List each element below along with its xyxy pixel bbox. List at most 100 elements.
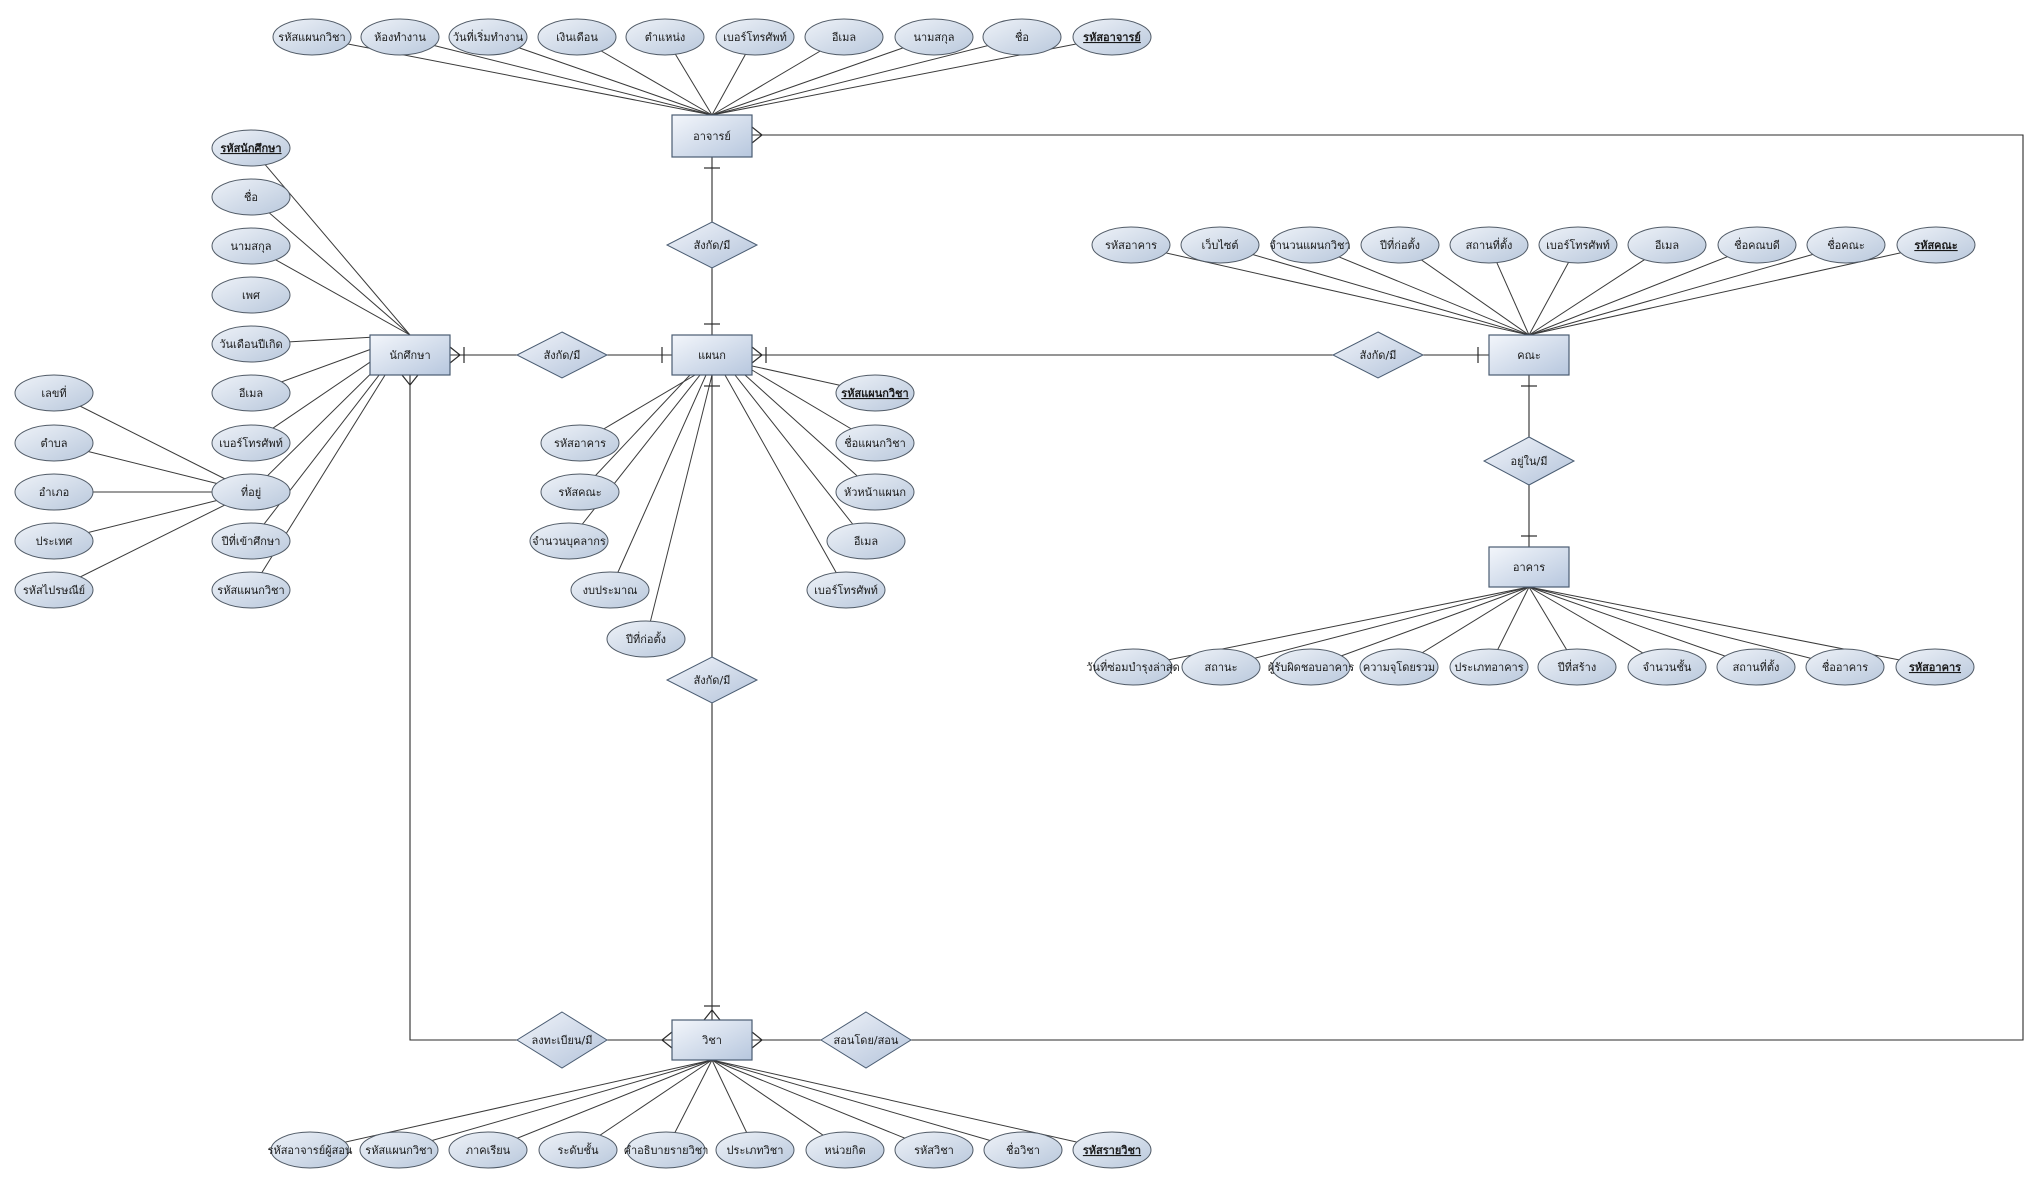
connector-dept-4 <box>724 374 847 591</box>
connector-faculty-7 <box>1528 244 1758 336</box>
connector-teacher-7 <box>711 36 935 116</box>
rel-student-subject: ลงทะเบียน/มี <box>516 1011 608 1069</box>
svg-text:ประเภทวิชา: ประเภทวิชา <box>727 1144 784 1157</box>
svg-text:จำนวนแผนกวิชา: จำนวนแผนกวิชา <box>1269 239 1350 252</box>
attribute-teacher-2: วันที่เริ่มทำงาน <box>448 18 528 56</box>
connector-dept-9 <box>645 374 713 640</box>
attribute-dept-3: อีเมล <box>826 522 906 560</box>
attribute-faculty-8: ชื่อคณะ <box>1806 226 1886 264</box>
svg-text:คำอธิบายรายวิชา: คำอธิบายรายวิชา <box>624 1144 709 1157</box>
svg-text:เบอร์โทรศัพท์: เบอร์โทรศัพท์ <box>219 436 283 450</box>
svg-text:รหัสไปรษณีย์: รหัสไปรษณีย์ <box>23 584 85 597</box>
svg-text:วันเดือนปีเกิด: วันเดือนปีเกิด <box>219 338 282 351</box>
svg-text:จำนวนชั้น: จำนวนชั้น <box>1643 659 1692 674</box>
svg-text:ชื่อวิชา: ชื่อวิชา <box>1006 1142 1040 1157</box>
connector-building-8 <box>1528 586 1846 668</box>
mark-teacher-right-many <box>751 126 763 144</box>
attribute-teacher-7: นามสกุล <box>894 18 974 56</box>
svg-text:ชื่อคณบดี: ชื่อคณบดี <box>1734 237 1780 252</box>
svg-text:หน่วยกิต: หน่วยกิต <box>824 1144 865 1157</box>
svg-text:รหัสอาจารย์ผู้สอน: รหัสอาจารย์ผู้สอน <box>268 1144 353 1157</box>
connector-building-1 <box>1220 586 1530 668</box>
attribute-address-3: ประเทศ <box>14 522 94 560</box>
svg-text:วันที่ซ่อมบำรุงล่าสุด: วันที่ซ่อมบำรุงล่าสุด <box>1086 659 1179 674</box>
svg-text:อาจารย์: อาจารย์ <box>693 130 731 143</box>
attribute-building-4: ประเภทอาคาร <box>1449 648 1529 686</box>
attribute-subject-3: ระดับชั้น <box>538 1131 618 1169</box>
entity-subject: วิชา <box>671 1019 753 1061</box>
svg-text:ภาคเรียน: ภาคเรียน <box>466 1144 511 1157</box>
mark-dept-right-many <box>751 346 763 364</box>
svg-text:ลงทะเบียน/มี: ลงทะเบียน/มี <box>532 1034 593 1047</box>
attribute-dept-7: จำนวนบุคลากร <box>529 522 609 560</box>
attribute-dept-1: ชื่อแผนกวิชา <box>835 424 915 462</box>
connector-student-1 <box>250 196 411 336</box>
connector-dept-3 <box>734 374 867 542</box>
attribute-building-9: รหัสอาคาร <box>1895 648 1975 686</box>
attribute-subject-4: คำอธิบายรายวิชา <box>624 1131 709 1169</box>
svg-text:เบอร์โทรศัพท์: เบอร์โทรศัพท์ <box>1546 238 1610 252</box>
svg-text:รหัสแผนกวิชา: รหัสแผนกวิชา <box>365 1144 432 1157</box>
svg-text:อาคาร: อาคาร <box>1513 561 1545 574</box>
svg-text:สถานที่ตั้ง: สถานที่ตั้ง <box>1733 659 1780 674</box>
attribute-building-1: สถานะ <box>1181 648 1261 686</box>
rel-student-dept: สังกัด/มี <box>515 331 609 379</box>
attribute-dept-0: รหัสแผนกวิชา <box>835 374 915 412</box>
svg-text:รหัสคณะ: รหัสคณะ <box>558 486 601 499</box>
entity-faculty: คณะ <box>1488 334 1570 376</box>
svg-text:ปีที่ก่อตั้ง: ปีที่ก่อตั้ง <box>1379 237 1420 252</box>
entity-dept: แผนก <box>671 334 753 376</box>
svg-text:อีเมล: อีเมล <box>1654 239 1679 252</box>
attribute-faculty-4: สถานที่ตั้ง <box>1449 226 1529 264</box>
mark-subject-top-many <box>703 1009 721 1021</box>
svg-text:เบอร์โทรศัพท์: เบอร์โทรศัพท์ <box>814 583 878 597</box>
attribute-subject-2: ภาคเรียน <box>448 1131 528 1169</box>
connector-faculty-1 <box>1219 244 1530 336</box>
attribute-subject-6: หน่วยกิต <box>805 1131 885 1169</box>
svg-text:รหัสวิชา: รหัสวิชา <box>914 1144 954 1157</box>
connector-teacher-2 <box>487 36 713 116</box>
entity-teacher: อาจารย์ <box>671 114 753 158</box>
svg-text:รหัสอาจารย์: รหัสอาจารย์ <box>1083 31 1141 44</box>
svg-text:ตำแหน่ง: ตำแหน่ง <box>645 31 686 44</box>
line-student-subject <box>409 375 672 1041</box>
attribute-faculty-0: รหัสอาคาร <box>1091 226 1171 264</box>
attribute-teacher-4: ตำแหน่ง <box>625 18 705 56</box>
attribute-student-4: วันเดือนปีเกิด <box>211 325 291 363</box>
svg-text:รหัสรายวิชา: รหัสรายวิชา <box>1083 1144 1141 1157</box>
connector-address-4 <box>53 491 252 591</box>
svg-text:รหัสนักศึกษา: รหัสนักศึกษา <box>220 142 281 155</box>
svg-text:ชื่อ: ชื่อ <box>244 189 258 204</box>
svg-text:ที่อยู่: ที่อยู่ <box>241 484 261 499</box>
attribute-dept-6: รหัสคณะ <box>540 473 620 511</box>
connector-building-7 <box>1528 586 1757 668</box>
svg-text:วิชา: วิชา <box>701 1034 722 1047</box>
attribute-building-7: สถานที่ตั้ง <box>1716 648 1796 686</box>
svg-text:อีเมล: อีเมล <box>831 31 856 44</box>
attribute-faculty-9: รหัสคณะ <box>1896 226 1976 264</box>
attribute-subject-0: รหัสอาจารย์ผู้สอน <box>268 1131 353 1169</box>
svg-text:สถานะ: สถานะ <box>1205 661 1238 674</box>
svg-text:สังกัด/มี: สังกัด/มี <box>694 239 731 252</box>
attribute-address-1: ตำบล <box>14 424 94 462</box>
svg-text:นามสกุล: นามสกุล <box>913 31 954 44</box>
attribute-student-1: ชื่อ <box>211 178 291 216</box>
svg-text:ประเทศ: ประเทศ <box>36 535 73 548</box>
svg-text:เลขที่: เลขที่ <box>41 385 66 400</box>
svg-text:นักศึกษา: นักศึกษา <box>389 349 430 362</box>
svg-text:ชื่อแผนกวิชา: ชื่อแผนกวิชา <box>844 435 906 450</box>
attribute-address-0: เลขที่ <box>14 374 94 412</box>
svg-text:เว็บไซต์: เว็บไซต์ <box>1201 238 1238 252</box>
svg-text:สังกัด/มี: สังกัด/มี <box>694 674 731 687</box>
attribute-faculty-7: ชื่อคณบดี <box>1717 226 1797 264</box>
connector-dept-7 <box>568 374 701 542</box>
connector-building-2 <box>1310 586 1530 668</box>
connector-teacher-1 <box>399 36 713 116</box>
attribute-building-5: ปีที่สร้าง <box>1537 648 1617 686</box>
connector-dept-6 <box>579 374 691 493</box>
svg-text:นามสกุล: นามสกุล <box>230 240 271 253</box>
connector-subject-2 <box>487 1059 713 1151</box>
attribute-teacher-8: ชื่อ <box>982 18 1062 56</box>
rel-subject-teacher: สอนโดย/สอน <box>820 1011 912 1069</box>
attribute-address-4: รหัสไปรษณีย์ <box>14 571 94 609</box>
